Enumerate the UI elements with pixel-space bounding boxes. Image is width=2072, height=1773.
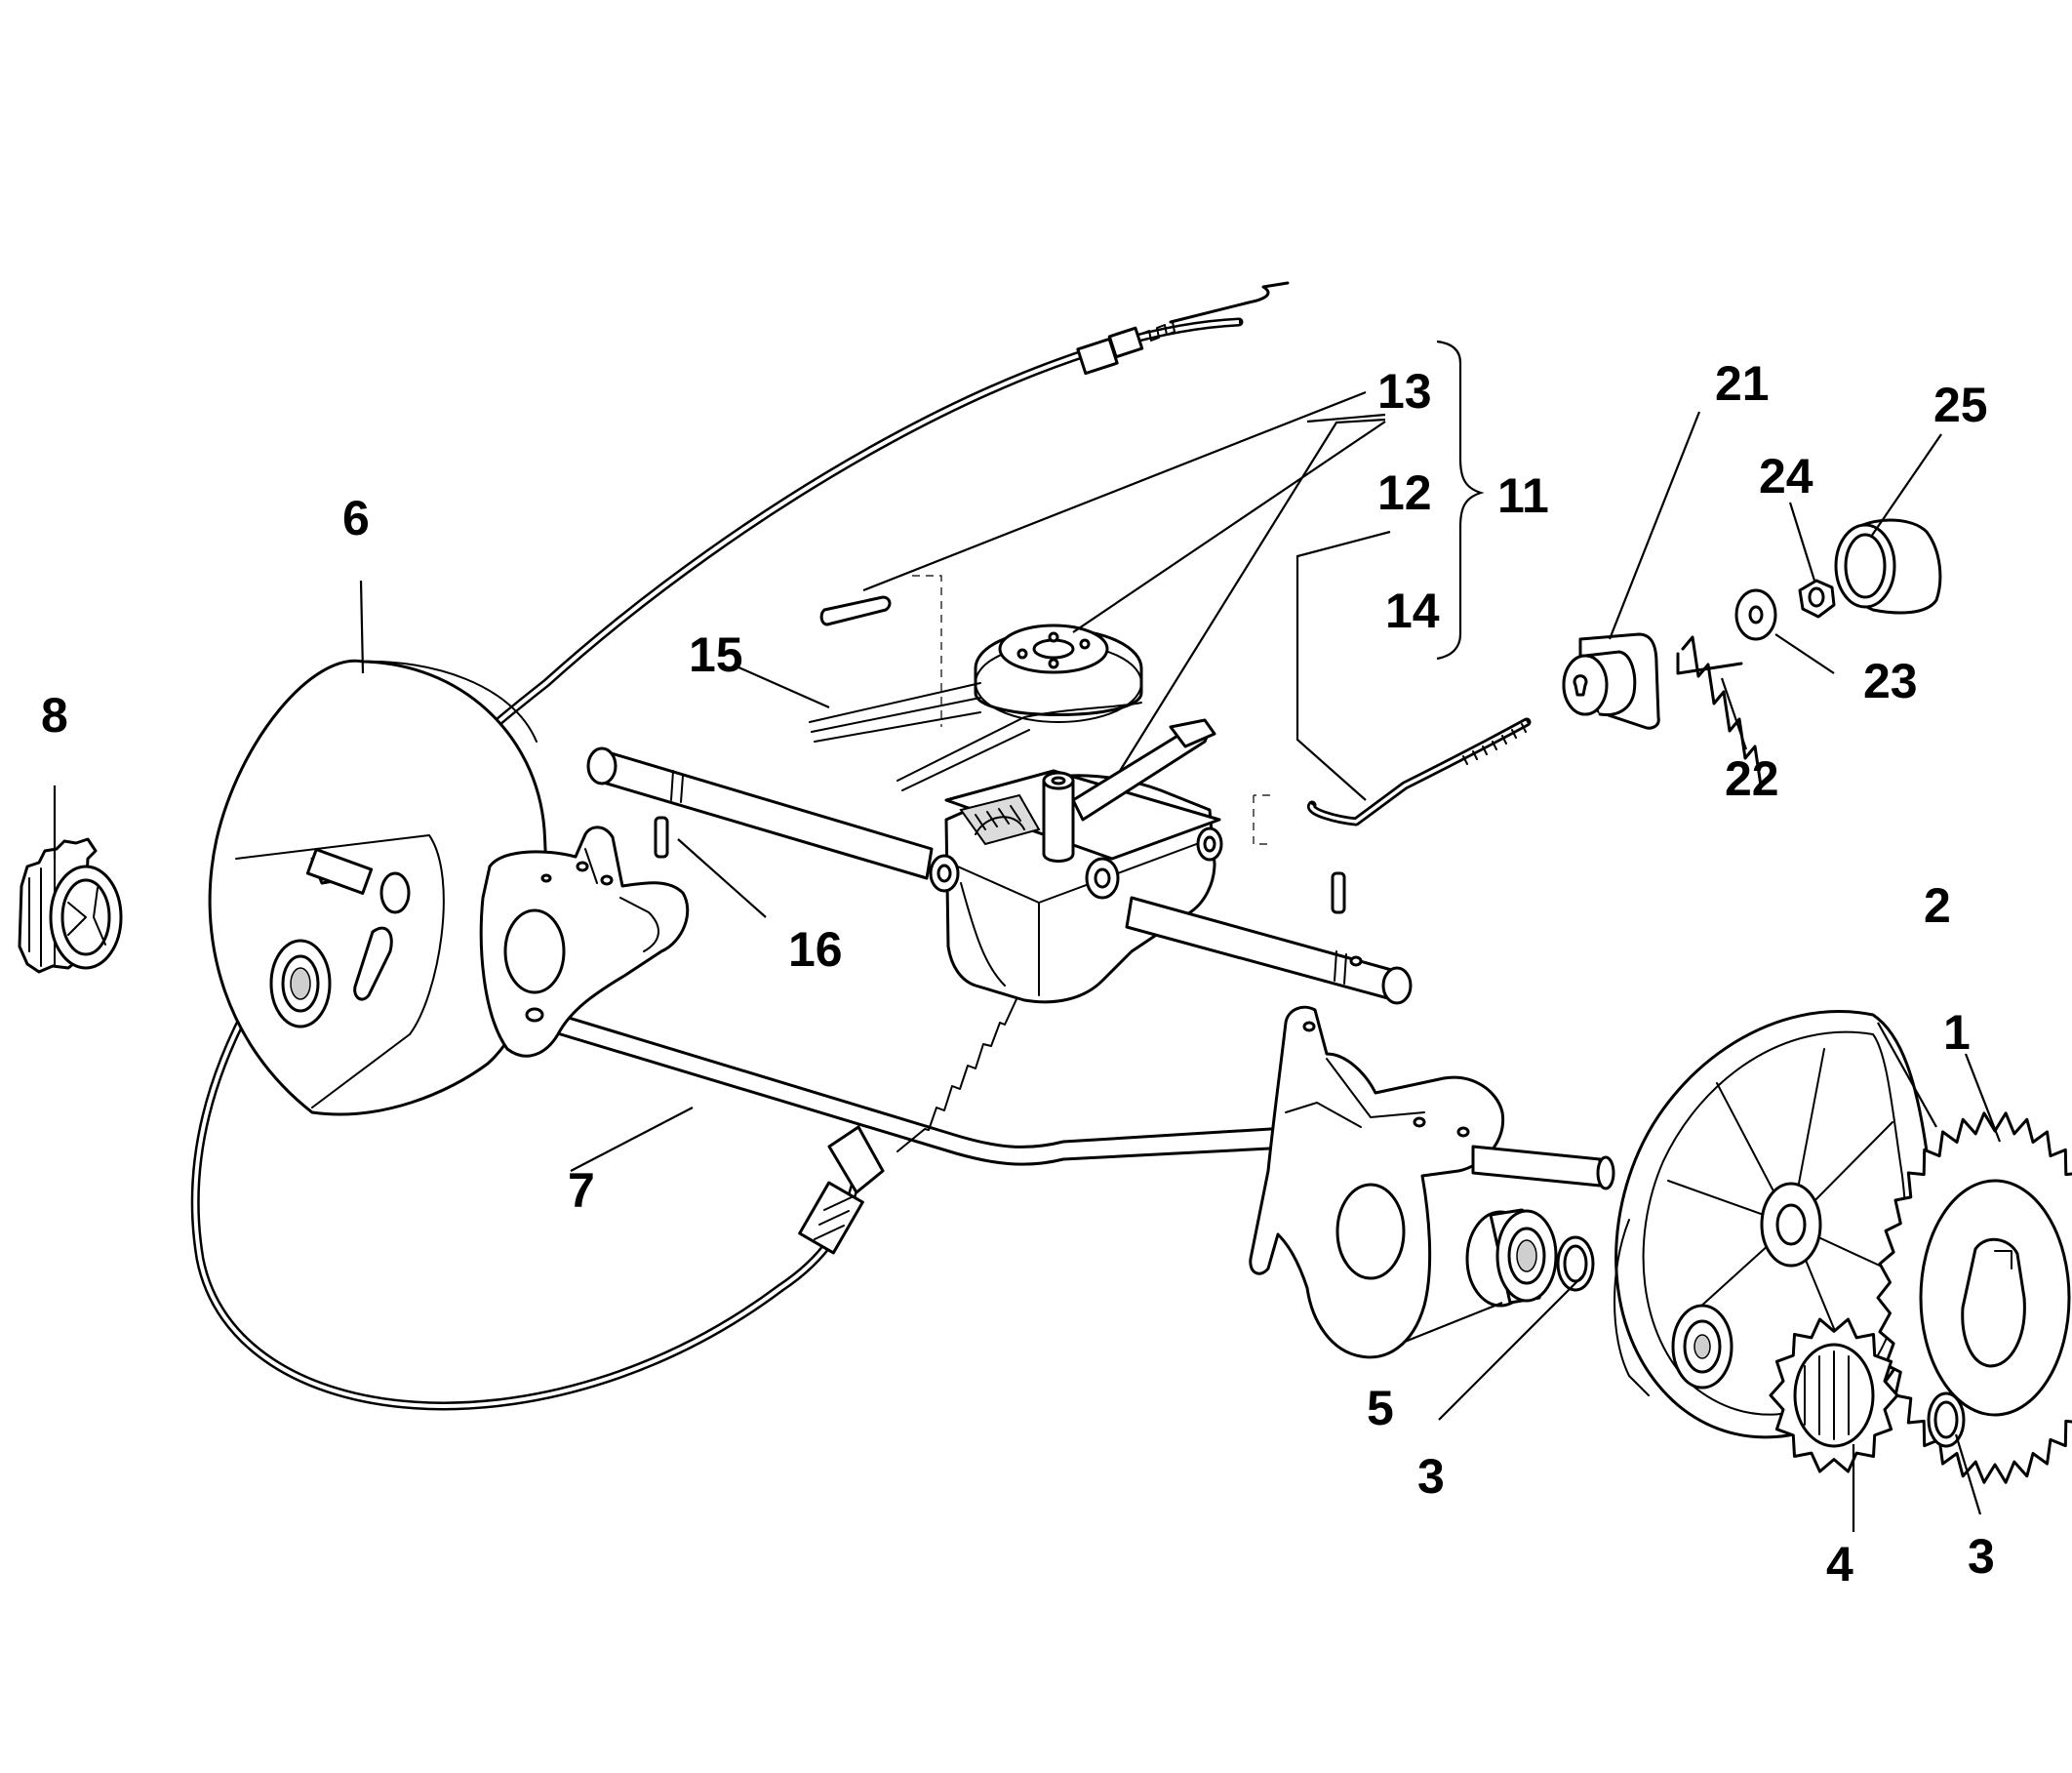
cap-25 — [1834, 518, 1942, 615]
transmission-gearbox — [586, 718, 1413, 1005]
bearing-5 — [1465, 1208, 1558, 1308]
label-3a: 3 — [1417, 1449, 1445, 1504]
threaded-rod-14 — [1307, 717, 1532, 826]
pinion-gear-8 — [18, 837, 123, 974]
pin-16a — [654, 816, 669, 859]
assembly-guides — [912, 575, 1270, 845]
circlip-3b — [1927, 1391, 1966, 1448]
label-4: 4 — [1826, 1537, 1853, 1592]
left-bracket — [479, 826, 690, 1058]
label-21: 21 — [1715, 356, 1770, 411]
label-2: 2 — [1924, 878, 1951, 933]
label-3b: 3 — [1968, 1529, 1995, 1584]
key-13 — [819, 595, 892, 626]
label-24: 24 — [1759, 449, 1813, 504]
leader-lines — [53, 340, 2002, 1532]
label-14: 14 — [1385, 584, 1440, 638]
knob-21 — [1562, 632, 1660, 730]
drive-cable — [190, 281, 1290, 1411]
label-22: 22 — [1725, 751, 1779, 806]
pulley-12 — [974, 624, 1143, 723]
label-25: 25 — [1933, 378, 1988, 432]
label-8: 8 — [41, 688, 68, 743]
drive-gear-1 — [1876, 1111, 2072, 1484]
label-16: 16 — [788, 922, 843, 977]
part-labels: 1 2 3 3 4 5 6 7 8 11 12 13 14 15 16 21 2… — [41, 356, 1995, 1592]
circlip-3a — [1556, 1235, 1595, 1292]
small-gear-4 — [1769, 1317, 1899, 1473]
label-5: 5 — [1367, 1381, 1394, 1435]
label-1: 1 — [1943, 1005, 1971, 1060]
label-7: 7 — [568, 1163, 595, 1218]
label-6: 6 — [342, 491, 370, 545]
label-15: 15 — [689, 627, 743, 682]
pin-16b — [1331, 871, 1346, 914]
nut-24 — [1798, 579, 1836, 619]
label-12: 12 — [1377, 465, 1432, 520]
label-23: 23 — [1863, 654, 1918, 708]
label-13: 13 — [1377, 364, 1432, 419]
spring-22 — [1676, 635, 1763, 787]
axle-rod — [520, 1003, 1309, 1166]
washer-23 — [1734, 588, 1777, 641]
label-11: 11 — [1497, 468, 1549, 523]
housing-disc — [208, 659, 547, 1116]
right-bracket — [1249, 1005, 1615, 1359]
drive-belt-15 — [809, 682, 1142, 791]
